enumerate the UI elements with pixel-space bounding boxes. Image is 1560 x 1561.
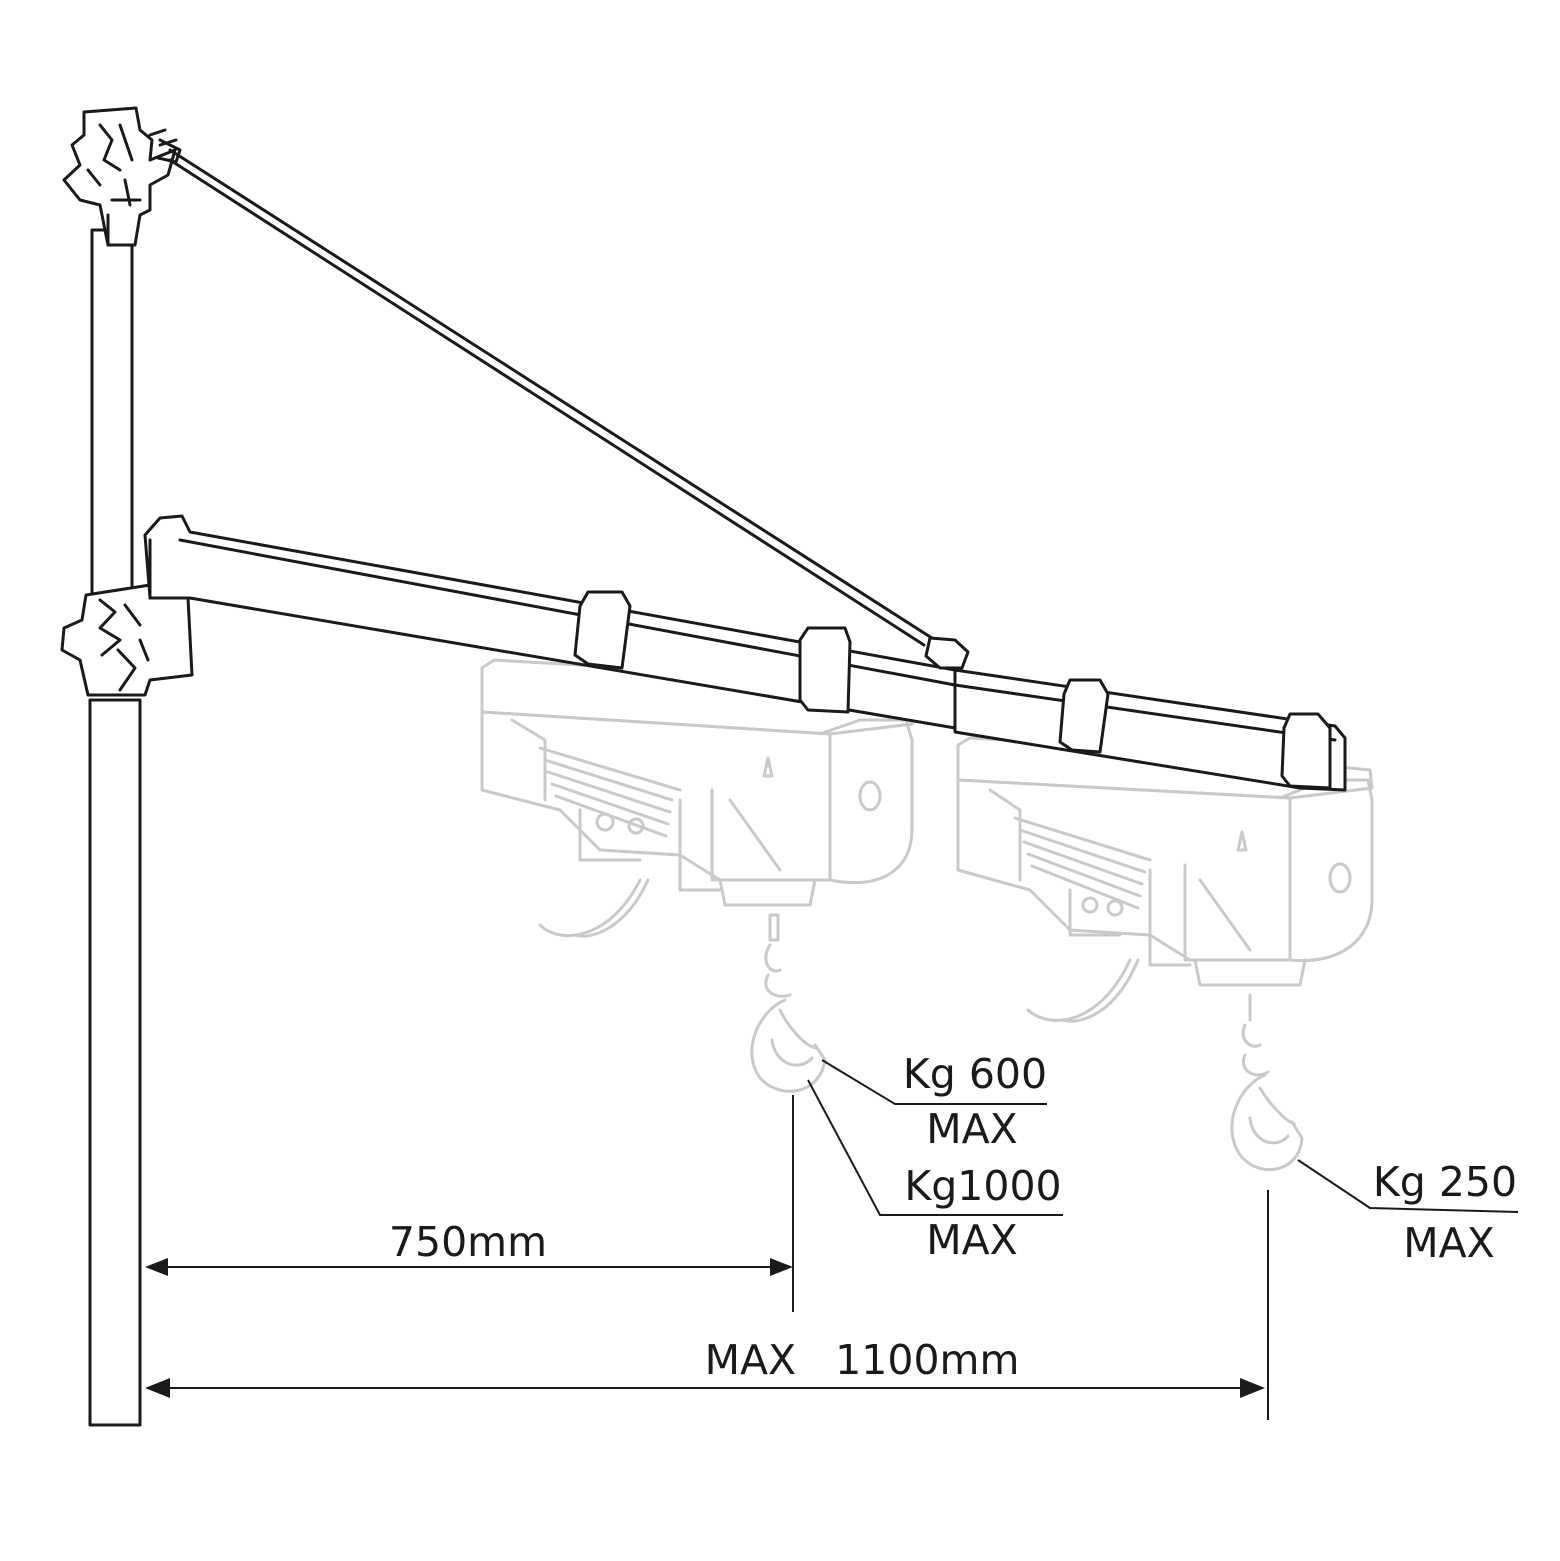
load-1000-label: Kg1000 — [904, 1162, 1061, 1210]
mast-post — [60, 106, 194, 1427]
load-1000-max-label: MAX — [926, 1216, 1018, 1264]
dimension-lines — [145, 1095, 1269, 1420]
dimension-750-label: 750mm — [389, 1218, 547, 1266]
load-250-max-label: MAX — [1403, 1219, 1495, 1267]
boom-arm — [143, 514, 1347, 792]
load-600-label: Kg 600 — [903, 1050, 1047, 1098]
load-leaders — [807, 1059, 1519, 1216]
load-600-max-label: MAX — [926, 1105, 1018, 1153]
hoist-inner-ghost — [480, 658, 914, 1093]
load-250-label: Kg 250 — [1373, 1158, 1517, 1206]
dimension-1100-label: MAX 1100mm — [705, 1336, 1020, 1384]
tie-rod — [156, 138, 937, 647]
